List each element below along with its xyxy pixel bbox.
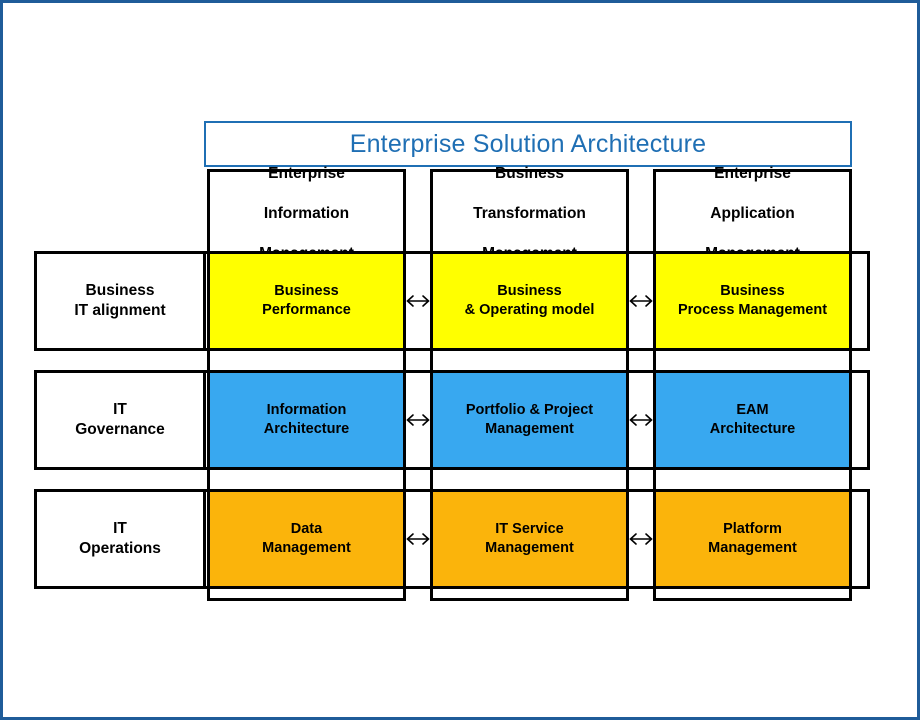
cell-line-2: Management <box>708 540 797 556</box>
column-header-line-1: Business <box>495 165 564 183</box>
row-label-line-1: IT <box>113 519 127 537</box>
diagram-title-box: Enterprise Solution Architecture <box>204 121 852 167</box>
cell-line-2: Process Management <box>677 302 828 318</box>
row-label-line-2: Governance <box>75 421 165 438</box>
column-header-enterprise-information-management: Enterprise Information Management <box>210 165 403 261</box>
cell-line-2: Management <box>485 421 574 437</box>
cell-line-2: Architecture <box>263 421 350 437</box>
column-header-business-transformation-management: Business Transformation Management <box>433 165 626 261</box>
row-label-it-governance: IT Governance <box>34 370 206 470</box>
cell-business-and-operating-model: Business & Operating model <box>433 254 626 348</box>
column-header-line-1: Enterprise <box>714 165 791 183</box>
cell-line-1: EAM <box>736 402 769 419</box>
double-arrow-horizontal-icon <box>405 292 431 310</box>
cell-line-2: Management <box>262 540 351 556</box>
column-header-line-1: Enterprise <box>268 165 345 183</box>
double-arrow-horizontal-icon <box>405 411 431 429</box>
cell-line-1: IT Service <box>495 521 564 538</box>
column-header-line-2: Application <box>710 205 795 223</box>
cell-business-performance: Business Performance <box>210 254 403 348</box>
cell-line-1: Business <box>274 283 339 300</box>
cell-portfolio-and-project-management: Portfolio & Project Management <box>433 373 626 467</box>
column-header-line-2: Transformation <box>473 205 586 223</box>
cell-line-1: Data <box>290 521 323 538</box>
column-header-line-2: Information <box>263 205 350 223</box>
row-label-line-2: Operations <box>79 540 161 557</box>
double-arrow-horizontal-icon <box>405 530 431 548</box>
cell-line-1: Portfolio & Project <box>465 402 594 419</box>
row-label-line-2: IT alignment <box>74 302 166 319</box>
double-arrow-horizontal-icon <box>628 530 654 548</box>
cell-line-1: Business <box>720 283 785 300</box>
cell-line-1: Platform <box>723 521 782 538</box>
cell-it-service-management: IT Service Management <box>433 492 626 586</box>
double-arrow-horizontal-icon <box>628 292 654 310</box>
cell-platform-management: Platform Management <box>656 492 849 586</box>
cell-line-1: Information <box>266 402 347 419</box>
cell-line-2: Performance <box>262 302 351 318</box>
cell-line-1: Business <box>497 283 562 300</box>
diagram-title: Enterprise Solution Architecture <box>349 129 707 158</box>
cell-business-process-management: Business Process Management <box>656 254 849 348</box>
row-label-line-1: Business <box>85 281 155 299</box>
row-label-business-it-alignment: Business IT alignment <box>34 251 206 351</box>
cell-eam-architecture: EAM Architecture <box>656 373 849 467</box>
cell-data-management: Data Management <box>210 492 403 586</box>
cell-line-2: Architecture <box>709 421 796 437</box>
column-header-enterprise-application-management: Enterprise Application Management <box>656 165 849 261</box>
double-arrow-horizontal-icon <box>628 411 654 429</box>
row-label-line-1: IT <box>113 400 127 418</box>
cell-information-architecture: Information Architecture <box>210 373 403 467</box>
row-label-it-operations: IT Operations <box>34 489 206 589</box>
cell-line-2: Management <box>485 540 574 556</box>
cell-line-2: & Operating model <box>464 302 595 318</box>
